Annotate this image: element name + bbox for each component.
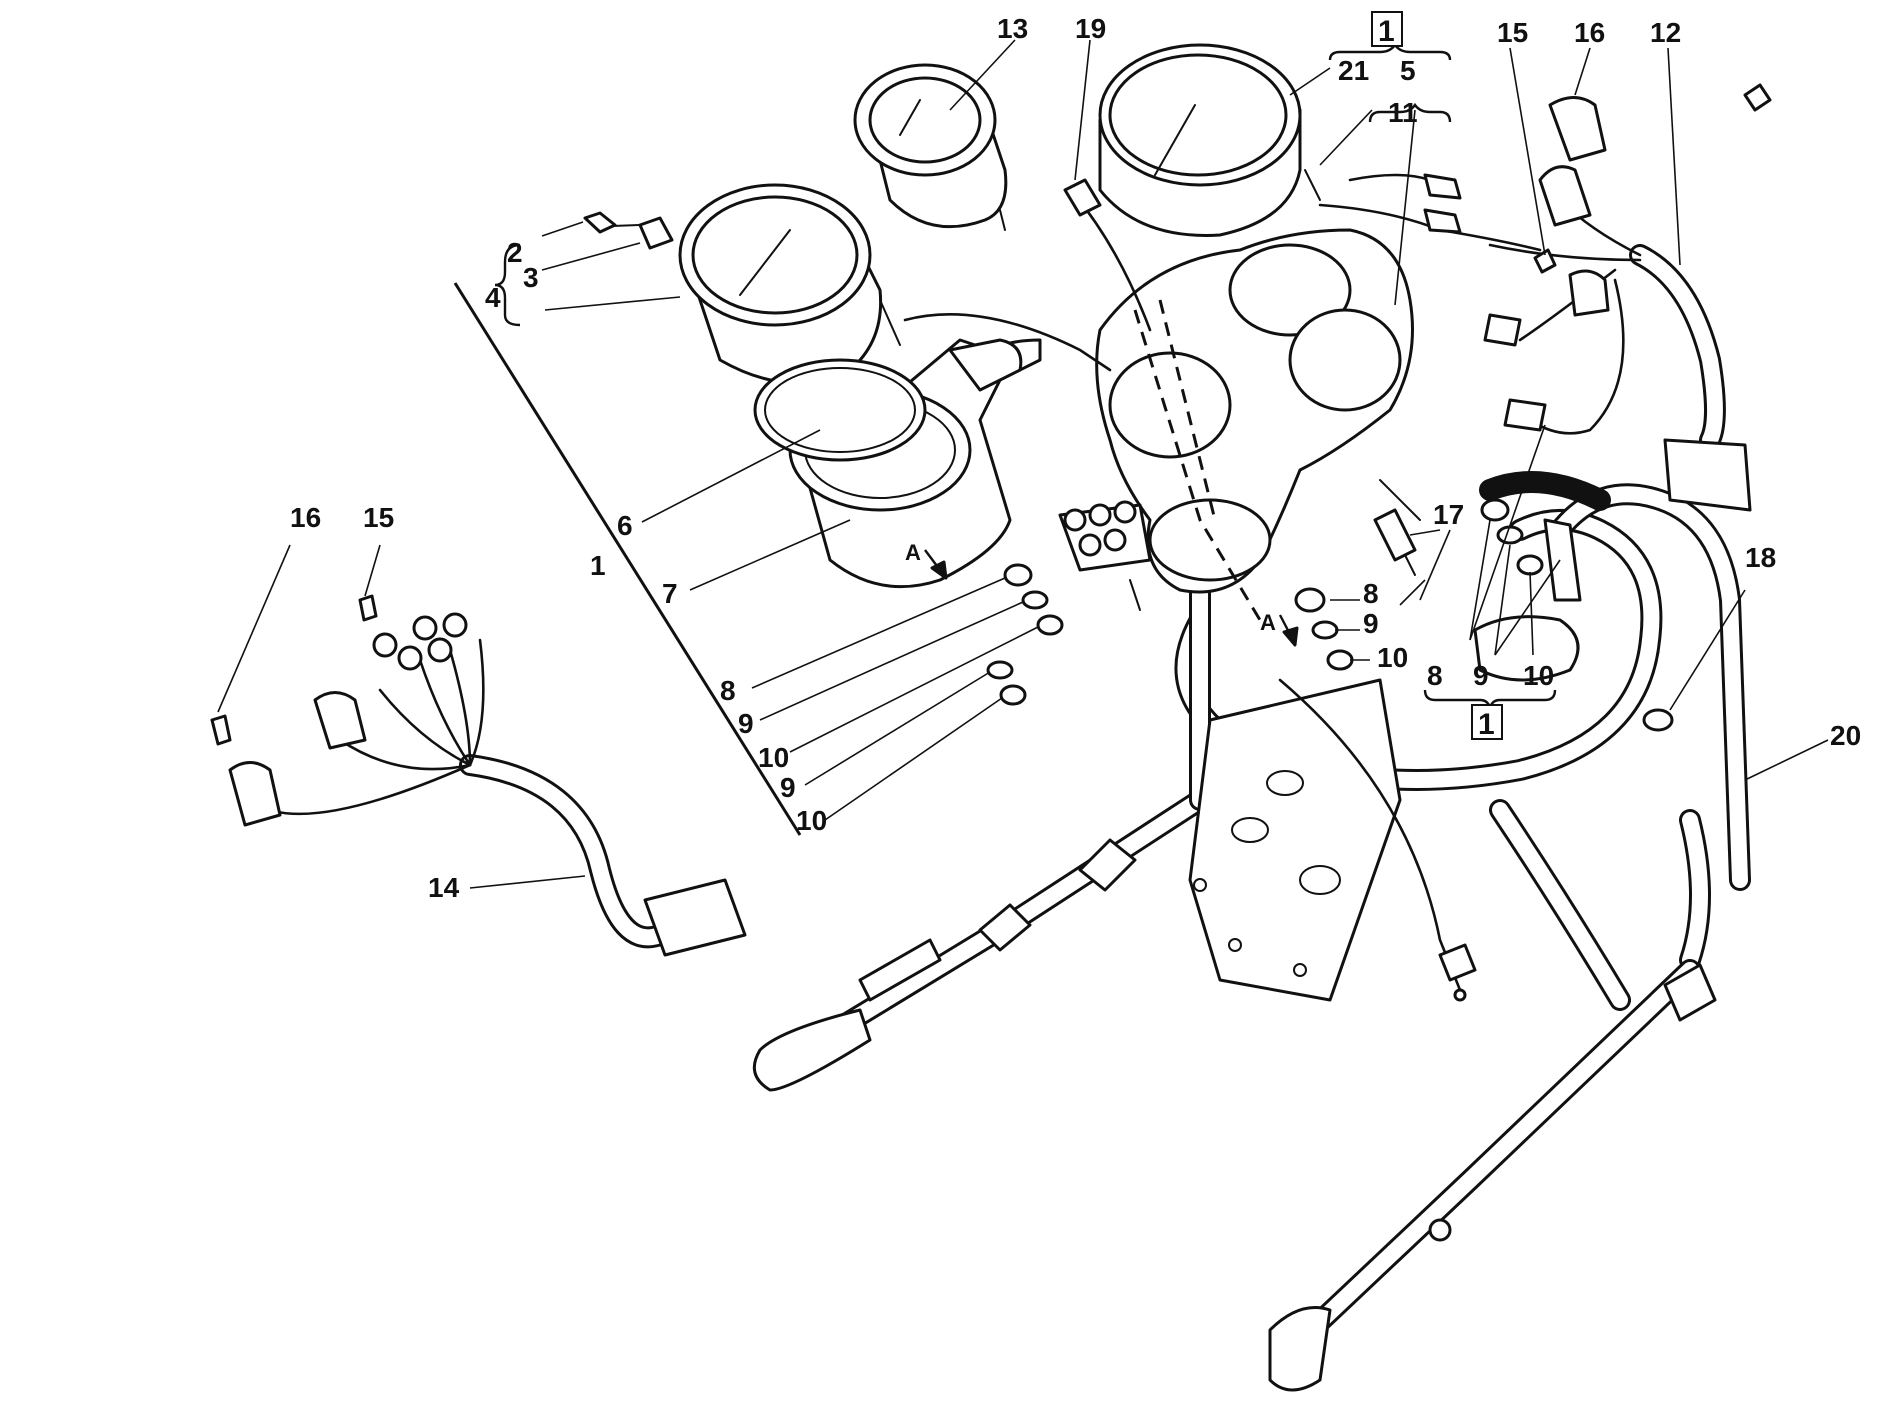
callout-2: 2	[507, 237, 523, 268]
cable-routing-dashed-line	[1133, 309, 1262, 621]
callout-3: 3	[523, 262, 539, 293]
callout-labels: 1 2 3 4 6 7 8 9 10 9 10 13 19 21 5 11 15…	[290, 13, 1861, 903]
instrument-wiring	[903, 312, 1112, 372]
callout-4: 4	[485, 282, 501, 313]
nut-10	[1036, 614, 1064, 636]
callout-6: 6	[617, 510, 633, 541]
callout-10-left-2: 10	[796, 805, 827, 836]
instrument-support-frame	[752, 471, 1751, 1392]
callout-19: 19	[1075, 13, 1106, 44]
callout-10-mid: 10	[1377, 642, 1408, 673]
boxed-ref-top: 1	[1371, 11, 1403, 48]
callout-5: 5	[1400, 55, 1416, 86]
washer-9-right-2	[1496, 525, 1524, 545]
callout-11: 11	[1388, 97, 1418, 128]
svg-text:1: 1	[1378, 15, 1395, 48]
callout-15-left: 15	[363, 502, 394, 533]
view-marker-right: A	[1260, 610, 1299, 647]
callout-7: 7	[662, 578, 678, 609]
callout-14: 14	[428, 872, 460, 903]
callout-16-left: 16	[290, 502, 321, 533]
boxed-ref-bottom: 1	[1471, 704, 1503, 741]
svg-text:1: 1	[1478, 708, 1495, 741]
callout-12: 12	[1650, 17, 1681, 48]
washer-9b	[986, 660, 1014, 680]
callout-9-mid: 9	[1363, 608, 1379, 639]
rubber-grommet-8	[1003, 563, 1033, 587]
cable-routing-dashed-line-2	[1158, 299, 1217, 521]
instrument-housing	[1095, 228, 1421, 594]
rubber-grommet-8-right	[1294, 587, 1326, 613]
callout-8-left: 8	[720, 675, 736, 706]
tachometer	[1098, 43, 1321, 237]
instrument-wiring-harness	[1318, 83, 1772, 512]
callout-17: 17	[1433, 499, 1464, 530]
speedometer-housing	[753, 338, 1042, 589]
washer-9	[1021, 590, 1049, 610]
svg-text:A: A	[905, 540, 921, 565]
lower-bracket-plate	[1473, 518, 1582, 682]
callout-20: 20	[1830, 720, 1861, 751]
leader-lines	[217, 39, 1829, 889]
callout-9-left-2: 9	[780, 772, 796, 803]
svg-text:A: A	[1260, 610, 1276, 635]
callout-18: 18	[1745, 542, 1776, 573]
callout-13: 13	[997, 13, 1028, 44]
callout-8-right: 8	[1427, 660, 1443, 691]
rubber-grommet-8-right-2	[1480, 498, 1510, 522]
callout-9-right: 9	[1473, 660, 1489, 691]
temperature-gauge	[853, 63, 1008, 231]
callout-1: 1	[590, 550, 606, 581]
callout-15-top: 15	[1497, 17, 1528, 48]
callout-10-left: 10	[758, 742, 789, 773]
washer-9-right	[1311, 620, 1339, 640]
nut-10b	[999, 684, 1027, 706]
speedometer-cable	[1063, 178, 1477, 1002]
grommet-18	[1642, 708, 1674, 732]
nut-10-right	[1326, 649, 1354, 671]
callout-9-left: 9	[738, 708, 754, 739]
view-marker-left: A	[905, 540, 948, 580]
callout-16-top: 16	[1574, 17, 1605, 48]
speedometer	[678, 183, 901, 385]
trip-reset-screw	[583, 211, 641, 234]
callout-10-right: 10	[1523, 660, 1554, 691]
callout-8-mid: 8	[1363, 578, 1379, 609]
wiring-harness-14	[210, 594, 747, 957]
nut-10-right-2	[1516, 554, 1544, 576]
callout-21: 21	[1338, 55, 1369, 86]
trip-reset-knob	[638, 216, 674, 250]
connector-block	[1058, 500, 1152, 611]
stud-17	[1373, 508, 1417, 576]
